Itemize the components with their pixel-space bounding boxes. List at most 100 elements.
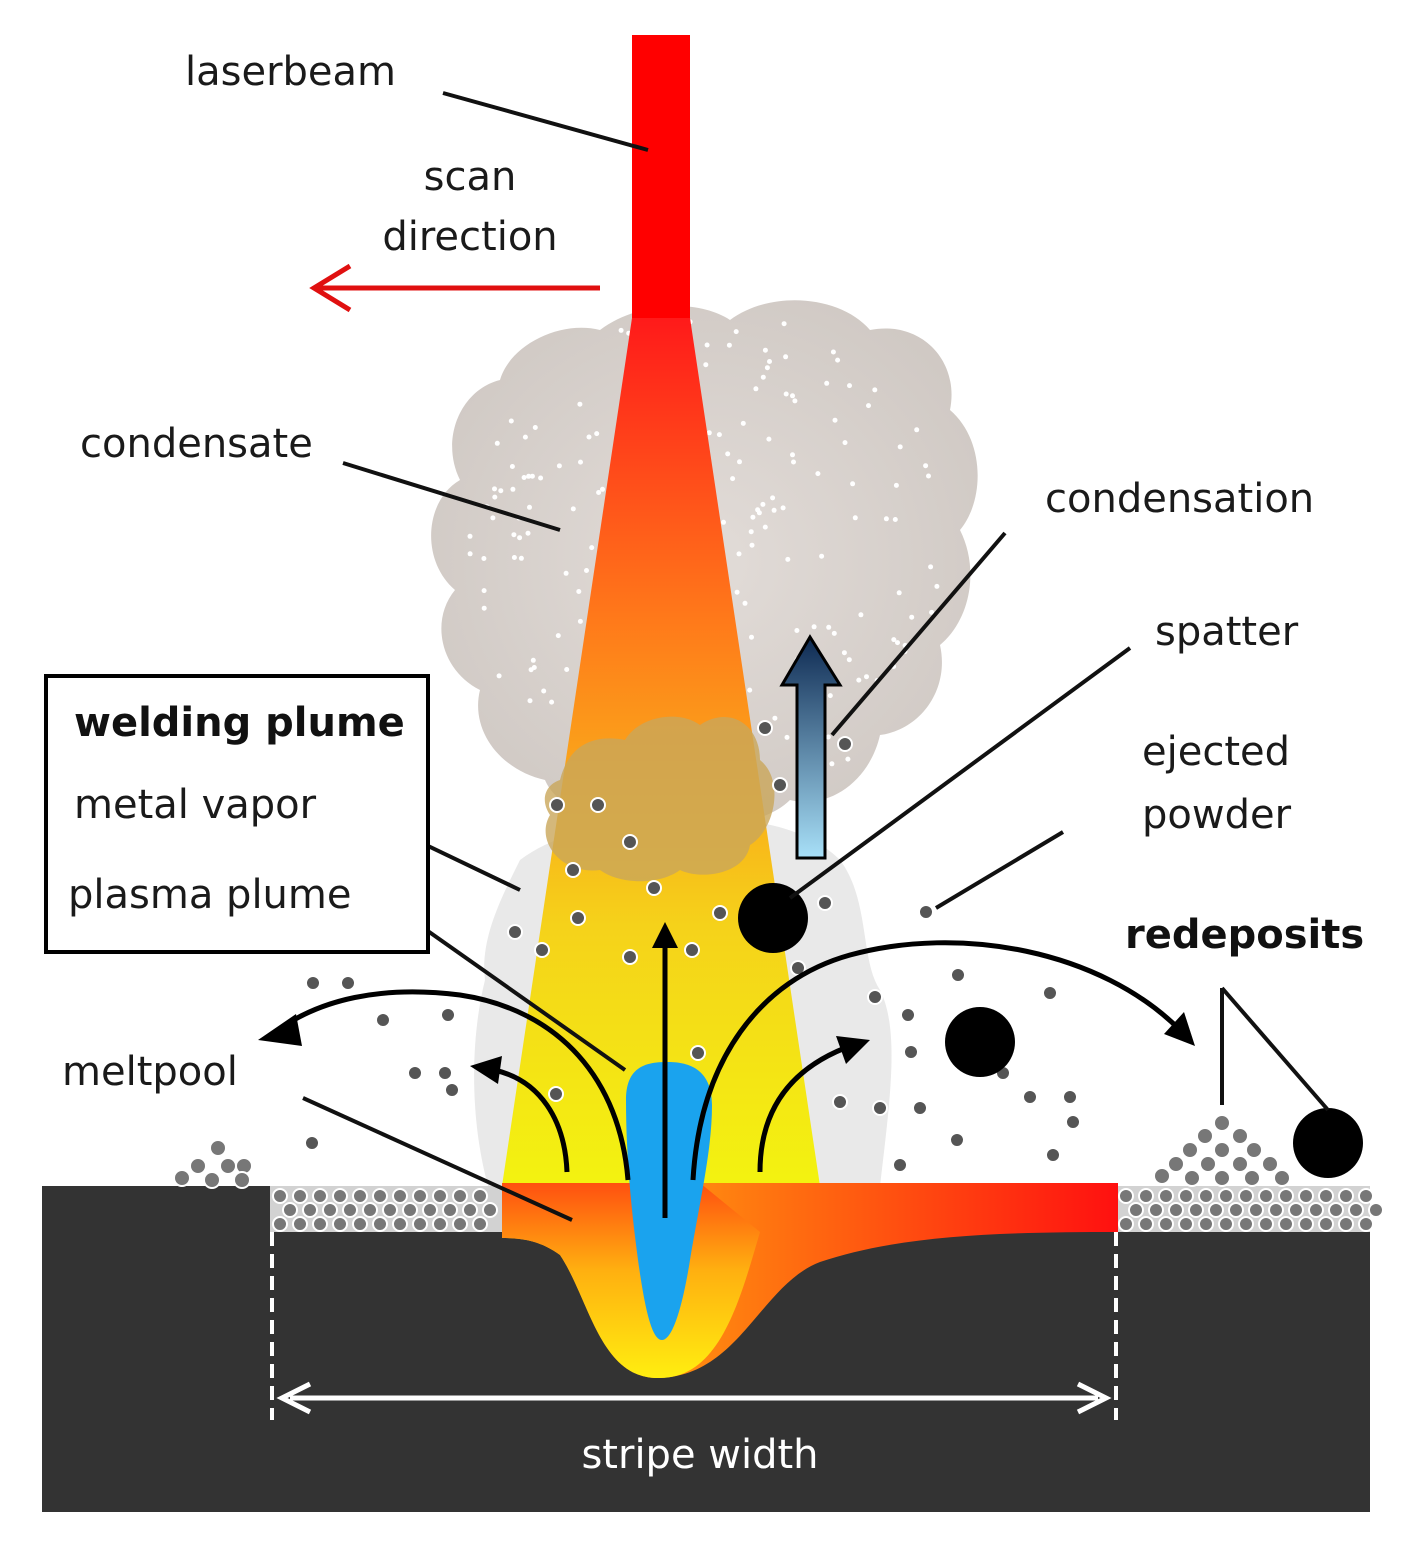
particle: [1153, 1167, 1171, 1185]
particle: [1022, 1089, 1038, 1105]
particle: [564, 667, 570, 672]
particle: [1261, 1155, 1279, 1173]
particle: [949, 1132, 965, 1148]
label-scan: scan: [424, 154, 517, 200]
particle: [923, 463, 929, 469]
particle: [1278, 1188, 1294, 1204]
particle: [596, 490, 602, 495]
particle: [1181, 1141, 1199, 1159]
particle: [1118, 1216, 1134, 1232]
particle: [832, 1094, 848, 1110]
particle: [1245, 1141, 1263, 1159]
particle: [1348, 1202, 1364, 1218]
particle: [576, 589, 582, 594]
particle: [432, 1216, 448, 1232]
particle: [496, 673, 502, 679]
label-redeposits: redeposits: [1125, 912, 1364, 958]
particle: [452, 1188, 468, 1204]
particle: [684, 942, 700, 958]
particle: [173, 1169, 191, 1187]
particle: [897, 444, 903, 450]
label-meltpool: meltpool: [62, 1049, 238, 1095]
particle: [509, 464, 515, 469]
particle: [189, 1157, 207, 1175]
particle: [563, 570, 569, 576]
particle: [490, 515, 496, 521]
particle: [372, 1188, 388, 1204]
particle: [742, 600, 748, 606]
particle: [827, 693, 833, 699]
particle: [511, 532, 517, 538]
particle: [771, 507, 777, 513]
particle: [1198, 1188, 1214, 1204]
particle: [589, 545, 595, 551]
particle: [481, 588, 487, 594]
particle: [1065, 1114, 1081, 1130]
particle: [1158, 1216, 1174, 1232]
particle: [1213, 1141, 1231, 1159]
particle: [893, 482, 899, 488]
particle: [866, 403, 871, 409]
particle: [895, 640, 900, 646]
particle: [918, 904, 934, 920]
labels: laserbeam scan direction condensate cond…: [62, 49, 1364, 1478]
particle: [312, 1188, 328, 1204]
particle: [757, 720, 773, 736]
particle: [594, 431, 600, 437]
flow-arrows: [258, 922, 1195, 1218]
particle: [740, 420, 746, 426]
particle: [1268, 1202, 1284, 1218]
particle: [382, 1202, 398, 1218]
particle: [1318, 1188, 1334, 1204]
particle: [482, 1202, 498, 1218]
particle: [1231, 1127, 1249, 1145]
particle: [525, 530, 531, 536]
particle: [1243, 1169, 1261, 1187]
stripe-width-dimension: [270, 1232, 1118, 1420]
particle: [372, 1216, 388, 1232]
particle: [577, 401, 583, 407]
particle: [312, 1216, 328, 1232]
label-condensate: condensate: [80, 421, 313, 467]
particle: [1298, 1188, 1314, 1204]
particle: [730, 476, 736, 482]
particle: [1199, 1155, 1217, 1173]
particle: [929, 609, 935, 615]
particle: [909, 614, 915, 620]
particle: [1218, 1216, 1234, 1232]
particle: [845, 756, 851, 762]
particle: [762, 524, 768, 530]
particle: [733, 329, 739, 335]
leader-lines: [302, 91, 1330, 1222]
particle: [815, 471, 821, 477]
particle: [764, 365, 770, 371]
particle: [1368, 1202, 1384, 1218]
particle: [444, 1082, 460, 1098]
particle: [462, 1202, 478, 1218]
particle: [1183, 1169, 1201, 1187]
particle: [734, 589, 740, 595]
particle: [541, 688, 547, 694]
particle: [760, 501, 766, 507]
particle: [531, 665, 537, 670]
particle: [794, 628, 800, 633]
particle: [302, 1202, 318, 1218]
particle: [767, 359, 772, 364]
particle: [1208, 1202, 1224, 1218]
particle: [829, 761, 835, 767]
particle: [472, 1216, 488, 1232]
particle: [846, 657, 852, 663]
particle: [790, 393, 795, 399]
particle: [835, 357, 841, 363]
particle: [522, 434, 528, 440]
particle: [1178, 1188, 1194, 1204]
particle: [412, 1188, 428, 1204]
particle: [305, 975, 321, 991]
label-direction: direction: [382, 214, 557, 260]
particle: [622, 834, 638, 850]
particle: [1231, 1155, 1249, 1173]
particle: [440, 1007, 456, 1023]
particle: [1213, 1169, 1231, 1187]
particle: [375, 1012, 391, 1028]
legend-plasma-plume: plasma plume: [68, 872, 351, 918]
